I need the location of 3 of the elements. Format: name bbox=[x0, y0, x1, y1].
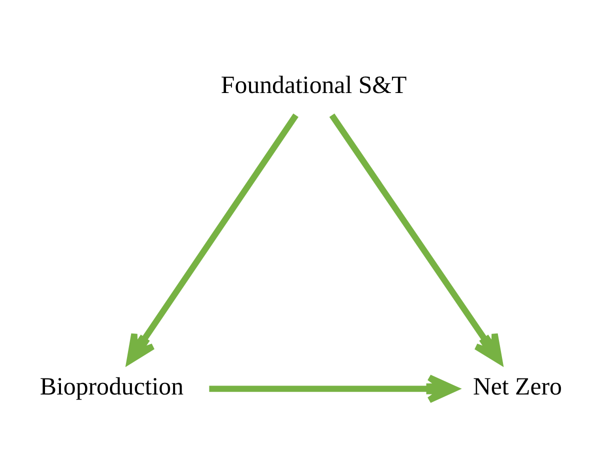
node-text: Foundational S&T bbox=[220, 72, 407, 99]
node-text: Bioproduction bbox=[40, 373, 184, 400]
node-text: Net Zero bbox=[472, 373, 562, 400]
